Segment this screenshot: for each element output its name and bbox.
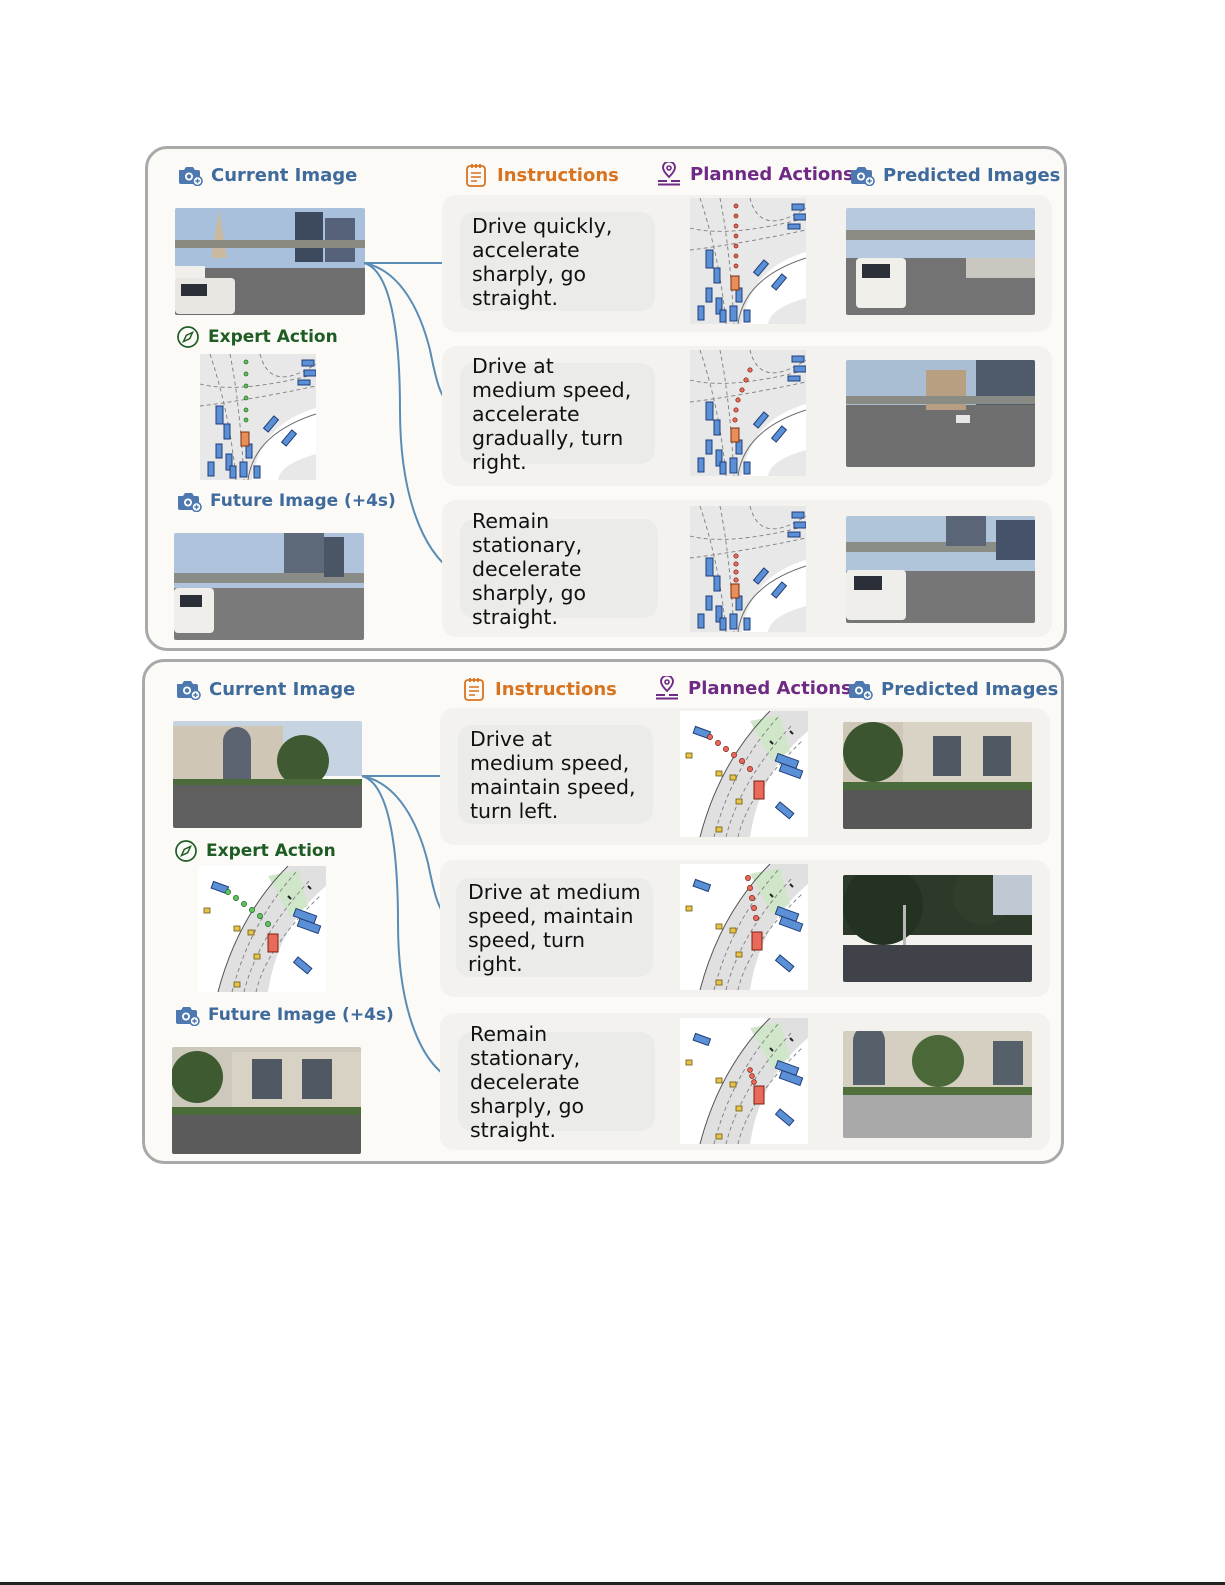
planned-action-bev-2-3 [680,1018,808,1144]
instruction-2-1: Drive at medium speed, maintain speed, t… [458,725,653,824]
future-image-2 [172,1047,361,1154]
expert-trajectory [243,359,249,423]
current-image-1 [175,208,365,315]
location-pin-icon [656,162,682,186]
ego-vehicle [240,431,250,447]
planned-action-bev-1-3 [690,506,806,632]
instruction-1-1: Drive quickly, accelerate sharply, go st… [460,212,655,311]
predicted-image-1-2 [846,360,1035,467]
expert-action-bev-1 [200,354,316,480]
instructions-header-1: Instructions [465,162,619,188]
notepad-icon [465,162,489,188]
planned-action-bev-1-2 [690,350,806,476]
planned-action-bev-2-2 [680,864,808,990]
planned-actions-header-2: Planned Actions [654,676,852,700]
compass-icon [174,839,198,863]
instruction-1-2: Drive at medium speed, accelerate gradua… [460,354,655,474]
predicted-image-2-2 [843,875,1032,982]
notepad-icon [463,676,487,702]
current-image-header-1: Current Image [177,164,357,186]
predicted-image-2-3 [843,1031,1032,1138]
expert-action-bev-2 [198,866,326,992]
expert-action-header-2: Expert Action [174,839,336,863]
predicted-image-2-1 [843,722,1032,829]
planned-action-bev-2-1 [680,711,808,837]
instruction-2-2: Drive at medium speed, maintain speed, t… [456,878,653,977]
page-bottom-rule [0,1582,1225,1585]
predicted-images-header-2: Predicted Images [847,678,1058,700]
instruction-1-3: Remain stationary, decelerate sharply, g… [460,509,658,629]
instruction-2-3: Remain stationary, decelerate sharply, g… [458,1022,655,1142]
predicted-images-header-1: Predicted Images [849,164,1060,186]
planned-action-bev-1-1 [690,198,806,324]
future-image-header-2: Future Image (+4s) [174,1004,394,1026]
current-image-2 [173,721,362,828]
predicted-image-1-3 [846,516,1035,623]
current-image-header-2: Current Image [175,678,355,700]
compass-icon [176,325,200,349]
camera-icon [849,164,875,186]
predicted-image-1-1 [846,208,1035,315]
camera-icon [847,678,873,700]
planned-actions-header-1: Planned Actions [656,162,854,186]
camera-icon [176,490,202,512]
expert-action-header-1: Expert Action [176,325,338,349]
camera-icon [177,164,203,186]
camera-icon [174,1004,200,1026]
future-image-header-1: Future Image (+4s) [176,490,396,512]
future-image-1 [174,533,364,640]
instructions-header-2: Instructions [463,676,617,702]
location-pin-icon [654,676,680,700]
camera-icon [175,678,201,700]
